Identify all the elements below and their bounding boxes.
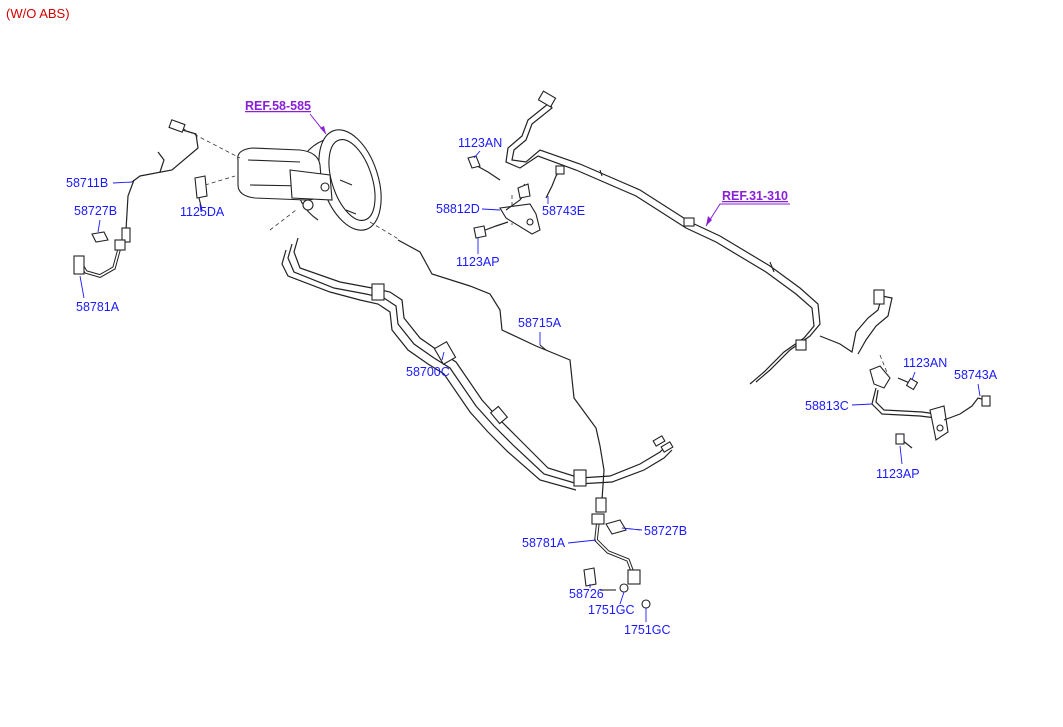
ref-fuel-line: REF.31-310 — [722, 189, 788, 203]
label-58700C: 58700C — [406, 365, 450, 379]
label-1123AN-right: 1123AN — [903, 356, 947, 370]
right-rear-bracket — [869, 365, 991, 449]
label-58813C: 58813C — [805, 399, 849, 413]
label-58715A: 58715A — [518, 316, 562, 330]
label-58727B-bottom: 58727B — [644, 524, 687, 538]
label-1751GC-1: 1751GC — [588, 603, 635, 617]
brake-booster-assembly — [237, 129, 382, 231]
label-58812D: 58812D — [436, 202, 480, 216]
ref-fuel-line-leader — [705, 203, 790, 227]
rear-brake-pipe — [505, 90, 893, 385]
front-left-brake-hose — [73, 119, 208, 278]
label-58743E: 58743E — [542, 204, 585, 218]
label-58781A-top: 58781A — [76, 300, 120, 314]
ref-fuel-line-arrow — [706, 216, 712, 226]
label-58781A-bottom: 58781A — [522, 536, 566, 550]
label-1123AP-left: 1123AP — [456, 255, 500, 269]
label-58726: 58726 — [569, 587, 604, 601]
ref-brake-booster: REF.58-585 — [245, 99, 311, 113]
label-1123AN-left: 1123AN — [458, 136, 502, 150]
label-1123AP-right: 1123AP — [876, 467, 920, 481]
label-58743A: 58743A — [954, 368, 998, 382]
label-1125DA: 1125DA — [180, 205, 225, 219]
variant-header: (W/O ABS) — [6, 6, 70, 21]
label-58711B: 58711B — [66, 176, 108, 190]
label-1751GC-2: 1751GC — [624, 623, 671, 637]
main-brake-pipes — [281, 237, 674, 513]
left-rear-bracket — [467, 155, 565, 239]
label-58727B-top: 58727B — [74, 204, 117, 218]
ref-brake-booster-arrow — [320, 126, 326, 134]
